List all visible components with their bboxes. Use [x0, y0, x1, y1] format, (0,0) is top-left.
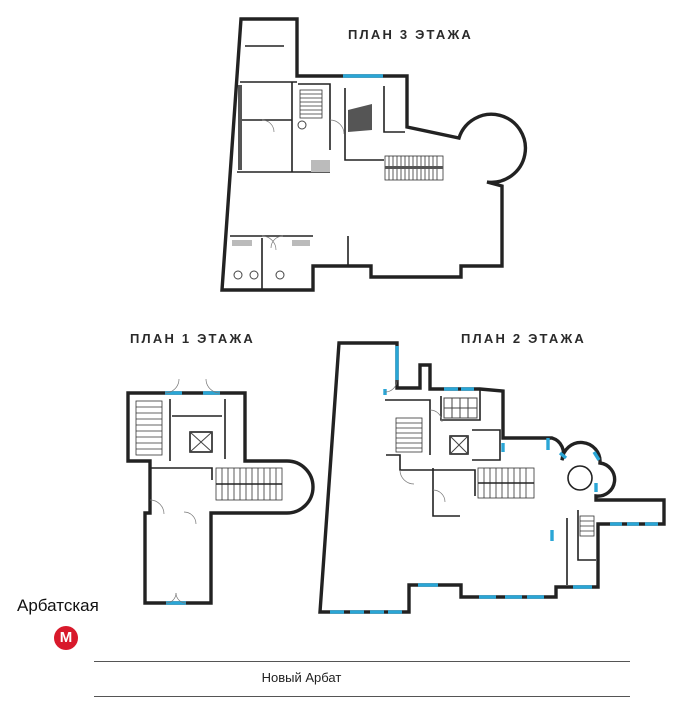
floor1-staircase-icon: [135, 400, 163, 456]
floor2-door-icon: [384, 379, 398, 393]
floor2-door-icon: [432, 489, 446, 503]
floor1-door-icon: [164, 378, 180, 394]
floor1-door-icon: [183, 511, 197, 525]
floor1-staircase-icon: [215, 467, 283, 501]
floor2-elevator-cross: [449, 435, 469, 455]
street-line-bottom: [94, 696, 630, 697]
floor2-inner-wall: [430, 469, 476, 496]
floor3-staircase-icon: [299, 89, 323, 119]
floor2-window-icon: [330, 346, 658, 614]
metro-icon: М: [54, 626, 78, 650]
floor2-inner-wall: [577, 510, 596, 561]
floor1-outer-wall: [126, 391, 315, 605]
floor1-door-icon: [149, 499, 165, 515]
floor1-plan: [126, 378, 315, 605]
floor2-staircase-icon: [477, 467, 535, 499]
floor2-inner-wall: [440, 389, 481, 421]
street-line-top: [94, 661, 630, 662]
floor2-plan: [318, 341, 666, 614]
street-name-label: Новый Арбат: [261, 670, 342, 685]
floor2-inner-wall: [385, 399, 431, 455]
floor3-staircase-icon: [384, 155, 444, 181]
metro-station-label: Арбатская: [17, 596, 99, 615]
floor2-door-icon: [399, 469, 415, 485]
floor3-door-icon: [270, 235, 284, 249]
floor3-wall-fill: [238, 85, 242, 170]
floor2-outer-wall: [318, 341, 666, 614]
floor3-door-icon: [261, 119, 275, 133]
floor3-door-icon: [261, 235, 277, 251]
floor3-inner-wall: [298, 83, 331, 150]
floor1-elevator-cross: [189, 431, 213, 453]
floor1-inner-wall: [150, 467, 213, 480]
floor1-plan-title: ПЛАН 1 ЭТАЖА: [130, 331, 255, 346]
floor3-plan: [220, 17, 528, 292]
floor3-door-icon: [329, 119, 345, 135]
floor1-door-icon: [175, 592, 187, 604]
floor2-staircase-icon: [579, 515, 595, 537]
floor2-elevator-icon: [449, 435, 469, 455]
floor2-inner-wall: [432, 468, 460, 517]
floor3-inner-wall: [383, 86, 405, 133]
floor2-plan-title: ПЛАН 2 ЭТАЖА: [461, 331, 586, 346]
floor2-inner-wall: [472, 429, 501, 461]
floor3-toilet-icon: [232, 120, 310, 280]
floor1-elevator-icon: [189, 431, 213, 453]
floor2-inner-wall: [386, 454, 430, 471]
floor2-round-room: [567, 465, 593, 491]
floor3-inner-wall: [344, 88, 384, 161]
floor2-door-icon: [429, 409, 443, 423]
floor2-staircase-icon: [395, 417, 423, 453]
floor3-plan-title: ПЛАН 3 ЭТАЖА: [348, 27, 473, 42]
floor2-tiled-room: [443, 397, 478, 419]
floor3-outer-wall: [220, 17, 528, 292]
floor3-elevator: [348, 104, 372, 132]
floor3-kitchen-fill: [311, 160, 330, 172]
floor1-door-icon: [205, 378, 221, 394]
